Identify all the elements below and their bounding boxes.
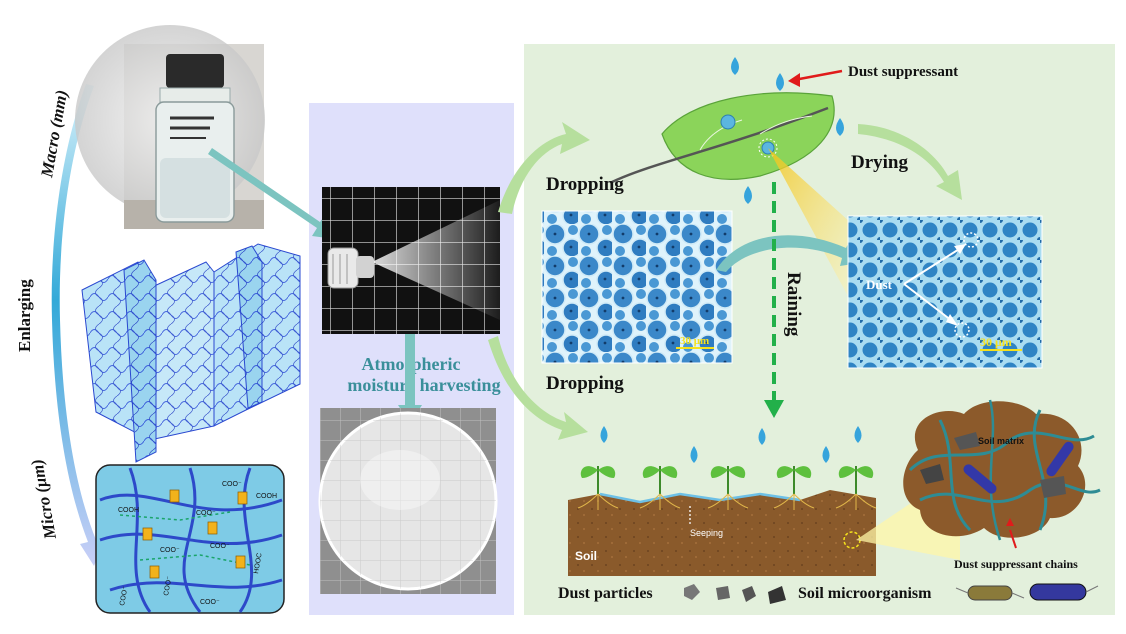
dust-particle-icons xyxy=(684,584,786,604)
atmospheric-label-2: moisture harvesting xyxy=(347,375,500,395)
soil-matrix: Soil matrix xyxy=(903,399,1101,541)
dropping-label-bottom: Dropping xyxy=(546,373,624,394)
porous-sheets-3d xyxy=(81,243,301,463)
chem-label-9: COO⁻ xyxy=(119,585,129,606)
dust-suppressant-label: Dust suppressant xyxy=(848,64,958,80)
drying-arrow xyxy=(858,124,962,200)
zoom-beam xyxy=(768,148,850,300)
vial-photo xyxy=(75,25,265,229)
dust-particles-label: Dust particles xyxy=(558,585,653,602)
chem-label-5: COOH xyxy=(256,493,277,500)
molecular-network: COOH COO⁻ COO⁻ COO⁻ COOH COO⁻ HOOC COO⁻ … xyxy=(95,464,285,614)
gel-film-photo xyxy=(318,408,498,594)
micrograph-right: Dust 30 μm xyxy=(847,215,1043,369)
soil-matrix-label: Soil matrix xyxy=(978,436,1024,446)
chains-pointer xyxy=(1009,529,1017,549)
dropping-arrow-top xyxy=(498,122,590,214)
scale-progression-arrow xyxy=(51,84,106,566)
chem-label-7: HOOC xyxy=(253,552,264,574)
spray-photo xyxy=(322,187,500,334)
soil-microorganism-label: Soil microorganism xyxy=(798,585,932,602)
chains-label: Dust suppressant chains xyxy=(954,557,1078,571)
raining-label: Raining xyxy=(783,272,804,337)
chem-label-8: COO⁻ xyxy=(163,575,173,596)
leaf xyxy=(611,92,835,184)
chem-label-3: COO⁻ xyxy=(196,510,216,517)
dust-label: Dust xyxy=(866,277,893,292)
dust-suppressant-pointer xyxy=(793,69,843,82)
droplets-rain xyxy=(600,426,862,463)
micrograph-left: 30 μm xyxy=(541,210,733,364)
chem-label-2: COO⁻ xyxy=(222,481,242,488)
enlarging-label: Enlarging xyxy=(15,279,34,352)
drying-label: Drying xyxy=(851,152,909,173)
scale-bar-left: 30 μm xyxy=(680,335,709,347)
seedlings xyxy=(577,466,877,510)
microorganism-icons xyxy=(955,583,1099,601)
spray-to-gel-arrow xyxy=(398,334,422,424)
micrograph-transition-arrow xyxy=(716,235,866,272)
chem-label-10: COO⁻ xyxy=(200,599,220,606)
dropping-label-top: Dropping xyxy=(546,174,624,195)
chem-label-6: COO⁻ xyxy=(210,543,230,550)
micro-label: Micro (μm) xyxy=(27,458,60,542)
chem-label-1: COOH xyxy=(118,507,139,514)
soil-block: Soil Seeping xyxy=(568,490,876,576)
chem-label-4: COO⁻ xyxy=(160,547,180,554)
dropping-arrow-bottom xyxy=(488,336,588,440)
soil-label: Soil xyxy=(575,549,597,563)
droplets-top xyxy=(731,57,844,204)
vial-to-sprayer-arrow xyxy=(208,148,342,240)
scale-bar-right: 30 μm xyxy=(980,335,1012,349)
seeping-label: Seeping xyxy=(690,528,723,538)
